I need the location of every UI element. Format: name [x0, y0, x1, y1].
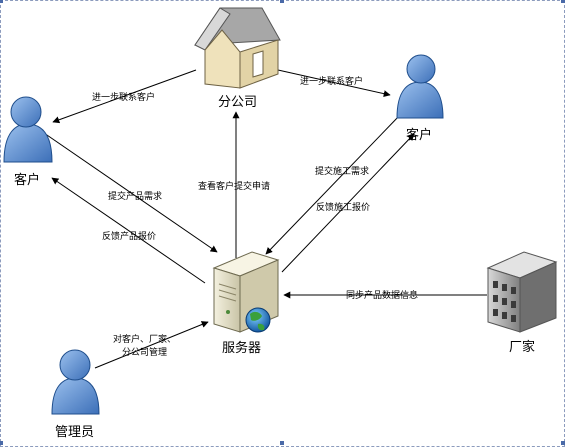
person-icon[interactable]: [51, 349, 100, 415]
house-icon[interactable]: [194, 7, 281, 89]
edge-label-admin-line2: 分公司管理: [122, 346, 167, 358]
node-label-server: 服务器: [222, 340, 261, 356]
frame-handle[interactable]: [561, 0, 565, 3]
node-label-customer-left: 客户: [14, 172, 40, 188]
node-label-branch-office: 分公司: [218, 95, 257, 110]
edge-label-feedback-product: 反馈产品报价: [102, 230, 156, 242]
frame-handle[interactable]: [561, 441, 565, 445]
edge-submit-product-request: [43, 132, 218, 253]
node-label-manufacturer: 厂家: [509, 339, 535, 355]
edge-label-branch-left: 进一步联系客户: [92, 91, 155, 103]
person-icon[interactable]: [3, 96, 53, 163]
edge-branch-to-customer-right: [277, 69, 391, 98]
building-icon[interactable]: [486, 251, 558, 333]
node-label-customer-right: 客户: [406, 127, 432, 143]
edge-label-submit-construction: 提交施工需求: [315, 165, 369, 177]
edge-feedback-construction-quote: [281, 133, 415, 273]
node-label-admin: 管理员: [55, 425, 94, 440]
edge-label-feedback-construction: 反馈施工报价: [316, 201, 370, 213]
edge-label-admin-line1: 对客户、厂家、: [113, 333, 176, 345]
edge-label-sync-product: 同步产品数据信息: [346, 289, 418, 301]
edge-feedback-product-quote: [51, 177, 206, 284]
edge-label-submit-product: 提交产品需求: [108, 190, 162, 202]
frame-handle[interactable]: [280, 0, 284, 3]
globe-icon: [245, 307, 271, 333]
edge-admin-manage: [94, 321, 209, 369]
frame-handle[interactable]: [0, 0, 3, 3]
person-icon[interactable]: [396, 54, 444, 119]
frame-handle[interactable]: [280, 441, 284, 445]
edge-label-view-request: 查看客户提交申请: [198, 180, 270, 192]
frame-handle[interactable]: [0, 441, 3, 445]
edge-branch-to-customer-left: [52, 69, 197, 124]
edge-label-branch-right: 进一步联系客户: [300, 75, 363, 87]
edge-submit-construction-request: [265, 114, 401, 255]
